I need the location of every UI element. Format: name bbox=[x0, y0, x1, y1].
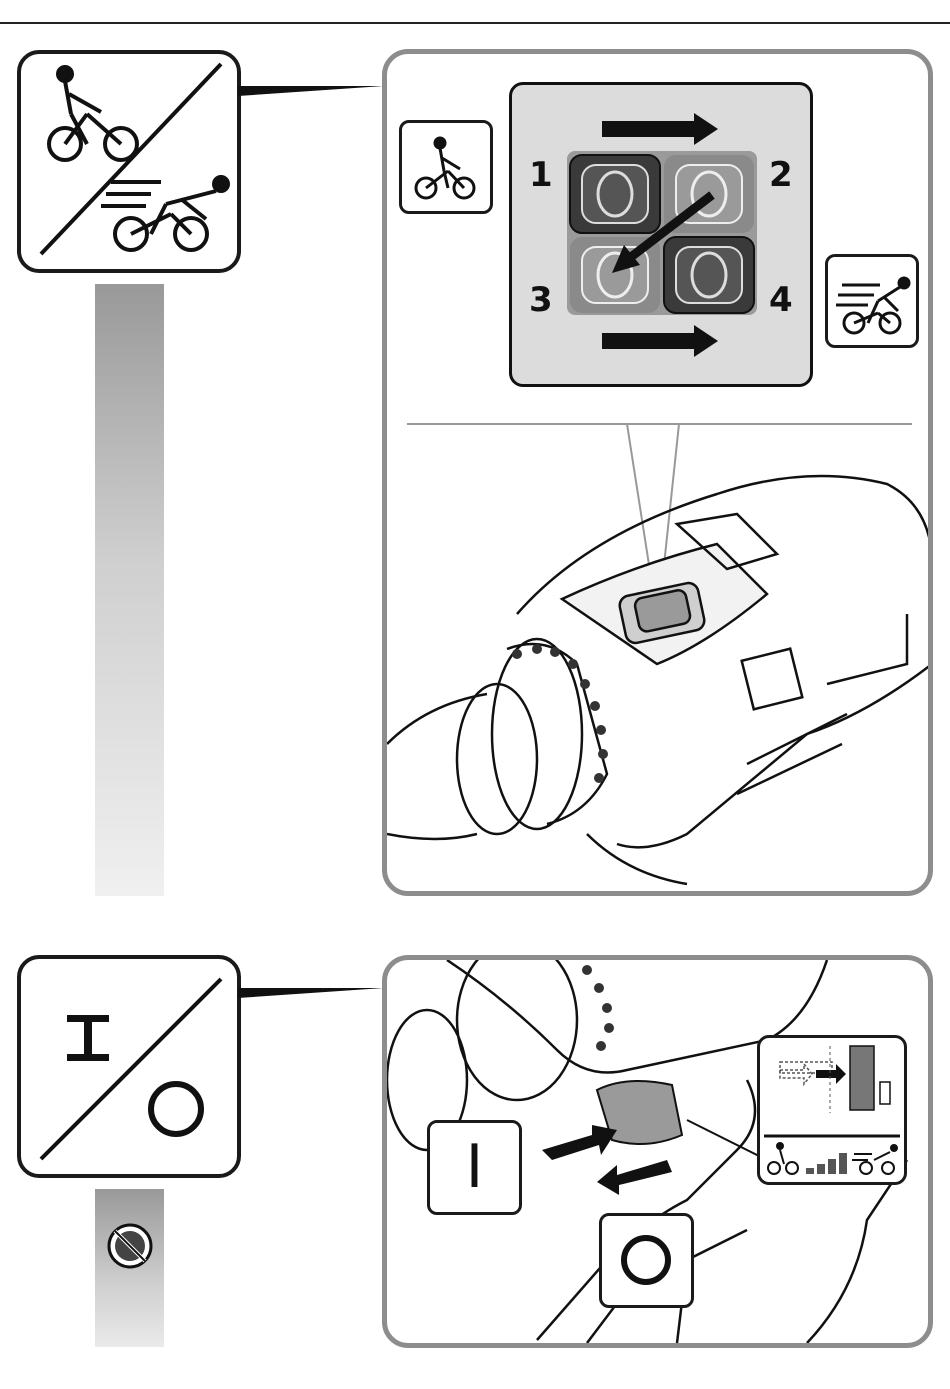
speed-mode-icon-box bbox=[17, 50, 241, 273]
button-1-icon bbox=[570, 155, 660, 233]
push-arrow-icon bbox=[542, 1125, 617, 1160]
button-sequence-diagram bbox=[509, 82, 813, 387]
speed-level-bars bbox=[806, 1153, 847, 1174]
cyclist-fast-icon bbox=[852, 1145, 897, 1174]
position-4-label: 4 bbox=[769, 280, 793, 320]
position-1-label: 1 bbox=[529, 155, 553, 195]
cyclist-slow-icon bbox=[416, 138, 474, 198]
cyclist-fast-icon bbox=[836, 278, 909, 333]
fast-mode-badge bbox=[825, 254, 919, 348]
cyclist-slow-icon bbox=[768, 1143, 798, 1174]
on-symbol: I bbox=[430, 1131, 519, 1203]
speed-indicator-inset bbox=[757, 1035, 907, 1185]
pull-arrow-icon bbox=[597, 1160, 672, 1195]
cyclist-slow-icon bbox=[49, 67, 137, 160]
grey-gradient-bar-2 bbox=[95, 1189, 164, 1347]
on-off-panel: I bbox=[382, 955, 933, 1348]
off-symbol-icon bbox=[151, 1084, 201, 1134]
mode-switch-panel: 1 2 3 4 bbox=[382, 49, 933, 896]
top-rule bbox=[0, 22, 950, 24]
position-3-label: 3 bbox=[529, 280, 553, 320]
grey-gradient-bar-1 bbox=[95, 284, 164, 896]
on-off-switch-icon bbox=[21, 959, 237, 1174]
pointer-wedge-2 bbox=[238, 982, 388, 1002]
position-2-label: 2 bbox=[769, 155, 793, 195]
button-4-icon bbox=[664, 237, 754, 313]
drill-top-illustration bbox=[387, 414, 928, 894]
bottom-arrow-icon bbox=[602, 325, 718, 357]
cyclist-fast-icon bbox=[101, 177, 228, 250]
on-symbol-icon bbox=[67, 1015, 109, 1061]
no-drill-icon bbox=[105, 1221, 155, 1271]
on-off-icon-box bbox=[17, 955, 241, 1178]
slow-mode-badge bbox=[399, 120, 493, 214]
on-position-badge: I bbox=[427, 1120, 522, 1215]
pointer-wedge-1 bbox=[238, 80, 388, 100]
top-arrow-icon bbox=[602, 113, 718, 145]
off-symbol-icon bbox=[624, 1238, 668, 1282]
off-position-badge bbox=[599, 1213, 694, 1308]
indicator-arrow-icon bbox=[816, 1064, 846, 1084]
slow-fast-cyclist-icon bbox=[21, 54, 237, 269]
switch-slider bbox=[850, 1046, 874, 1110]
